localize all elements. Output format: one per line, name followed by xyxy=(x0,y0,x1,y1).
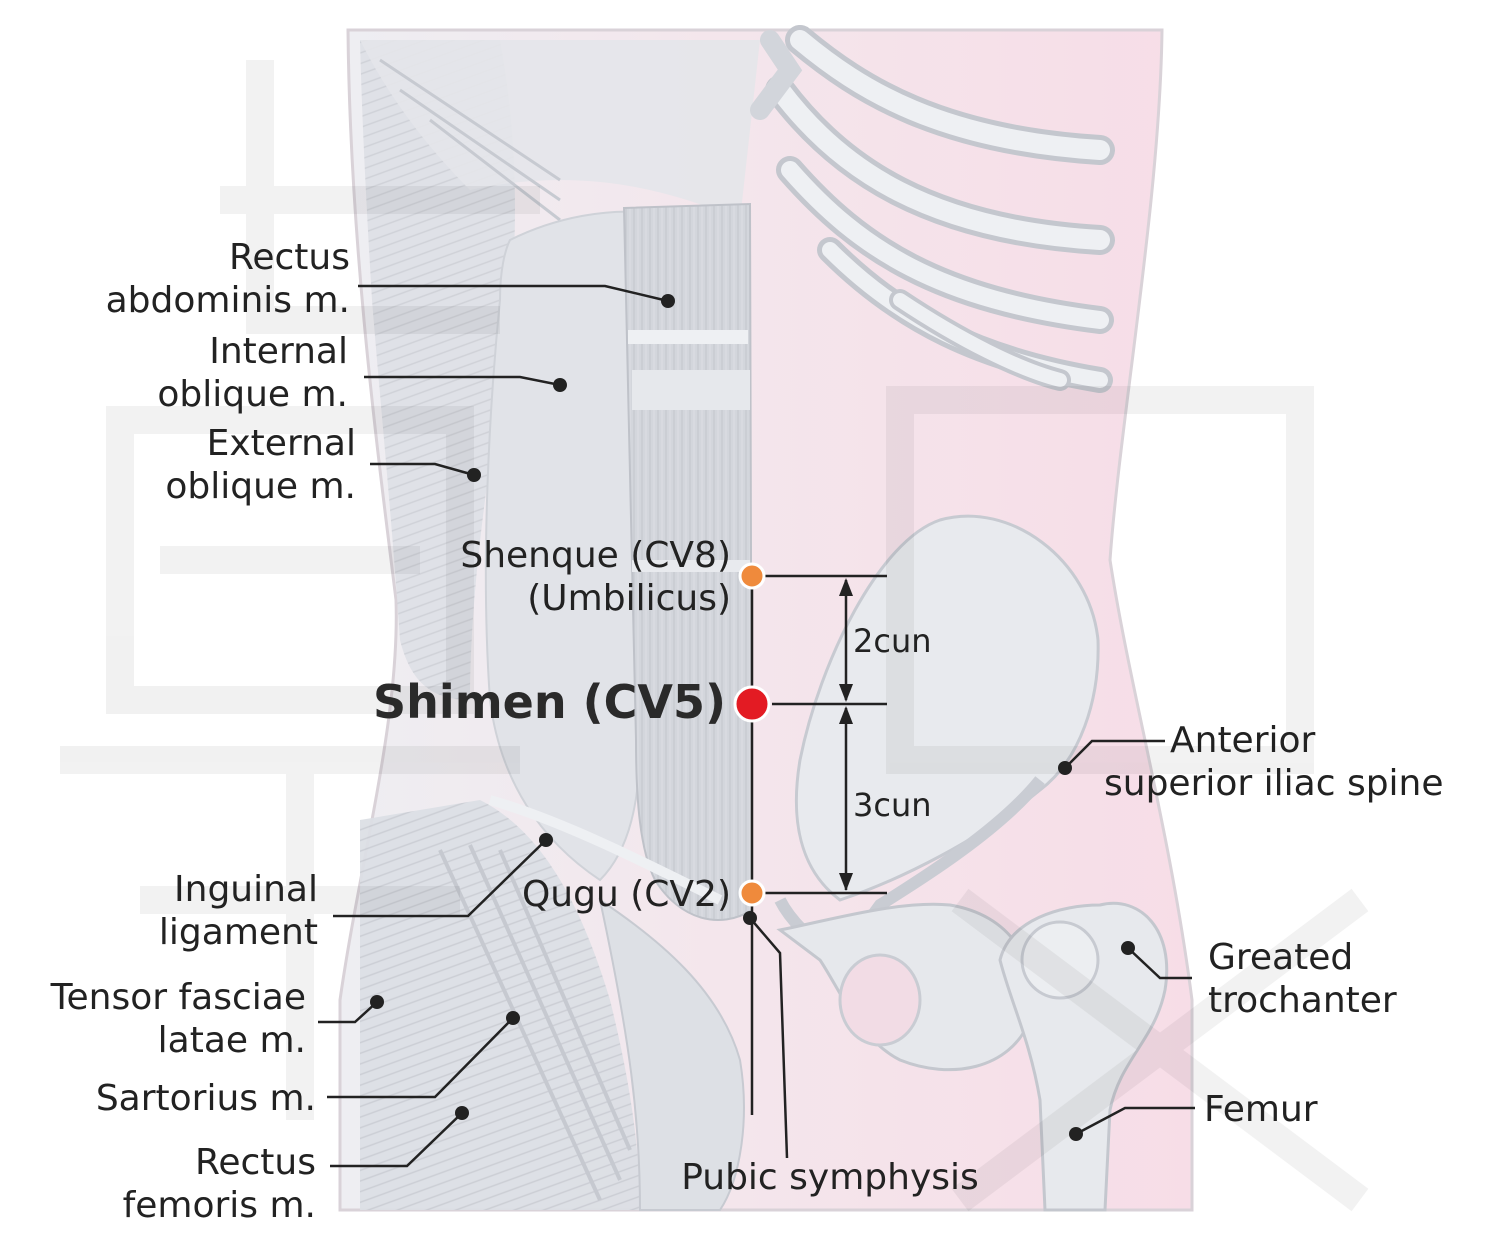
femur-label: Femur xyxy=(1204,1088,1318,1131)
tensor-fasciae-label-line2: latae m. xyxy=(157,1020,306,1061)
external-oblique-label-line1: External xyxy=(206,423,356,464)
external-oblique-label-line2: oblique m. xyxy=(165,466,356,507)
shenque-label-line2: (Umbilicus) xyxy=(527,578,731,619)
measurement-upper-label: 2cun xyxy=(853,622,932,660)
shenque-label-line1: Shenque (CV8) xyxy=(460,535,731,576)
watermark-logo xyxy=(60,60,1369,1212)
qugu-label-text: Qugu (CV2) xyxy=(521,874,731,915)
rectus-abdominis-label-line2: abdominis m. xyxy=(105,280,350,321)
rectus-abdominis-label: Rectus abdominis m. xyxy=(106,236,350,322)
sartorius-label-text: Sartorius m. xyxy=(95,1078,316,1119)
shimen-label: Shimen (CV5) xyxy=(373,675,726,729)
external-oblique-label: External oblique m. xyxy=(165,422,356,508)
internal-oblique-label-line2: oblique m. xyxy=(157,374,348,415)
measurement-upper-text: 2cun xyxy=(853,622,932,660)
qugu-point[interactable] xyxy=(738,879,766,907)
greater-trochanter-label: Greated trochanter xyxy=(1208,936,1397,1022)
shimen-label-text: Shimen (CV5) xyxy=(373,675,726,729)
measurement-lower-label: 3cun xyxy=(853,786,932,824)
shenque-point[interactable] xyxy=(738,562,766,590)
greater-trochanter-label-line2: trochanter xyxy=(1208,980,1397,1021)
leader-lines xyxy=(318,284,1195,1168)
pubic-symphysis-label-text: Pubic symphysis xyxy=(681,1157,979,1198)
internal-oblique-label-line1: Internal xyxy=(209,331,348,372)
tensor-fasciae-label-line1: Tensor fasciae xyxy=(50,977,306,1018)
shenque-label: Shenque (CV8) (Umbilicus) xyxy=(460,534,731,620)
inguinal-ligament-label-line1: Inguinal xyxy=(174,869,318,910)
rectus-abdominis-label-line1: Rectus xyxy=(228,237,350,278)
pelvis xyxy=(774,514,1100,1072)
sartorius-label: Sartorius m. xyxy=(96,1077,316,1120)
asis-label-line1: Anterior xyxy=(1170,720,1316,761)
rectus-femoris-label-line2: femoris m. xyxy=(122,1185,316,1226)
measurement-lower-text: 3cun xyxy=(853,786,932,824)
measurement-arrowheads xyxy=(839,578,853,891)
inguinal-ligament-label: Inguinal ligament xyxy=(159,868,318,954)
inguinal-ligament xyxy=(488,795,723,905)
greater-trochanter-label-line1: Greated xyxy=(1208,937,1354,978)
rectus-femoris-label-line1: Rectus xyxy=(194,1142,316,1183)
inguinal-ligament-label-line2: ligament xyxy=(158,912,318,953)
asis-label-line2: superior iliac spine xyxy=(1104,763,1444,804)
qugu-label: Qugu (CV2) xyxy=(522,873,731,916)
tensor-fasciae-label: Tensor fasciae latae m. xyxy=(51,976,306,1062)
upper-chest-muscle xyxy=(360,40,760,220)
ribcage xyxy=(750,25,1115,393)
femur-label-text: Femur xyxy=(1204,1089,1318,1130)
leader-dots xyxy=(370,294,1135,1141)
measurement-lines xyxy=(750,574,887,1115)
pubic-symphysis-label: Pubic symphysis xyxy=(672,1156,988,1199)
rectus-femoris-label: Rectus femoris m. xyxy=(123,1141,316,1227)
external-oblique-muscle xyxy=(360,40,515,700)
shimen-point[interactable] xyxy=(733,685,771,723)
femur-bone xyxy=(998,901,1169,1212)
thigh-muscles xyxy=(360,800,640,1210)
asis-label: Anterior superior iliac spine xyxy=(1104,719,1444,805)
internal-oblique-label: Internal oblique m. xyxy=(157,330,348,416)
